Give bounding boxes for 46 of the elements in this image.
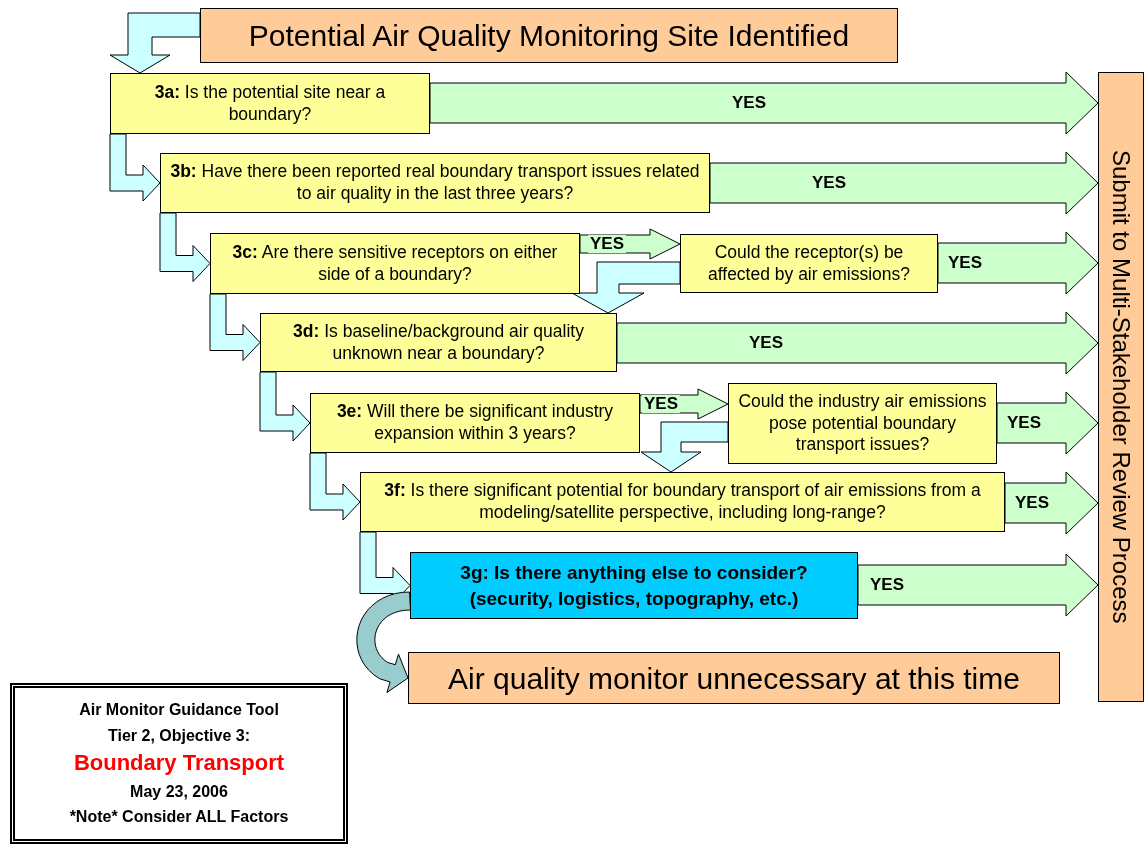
block-arrow [159,212,211,282]
question-box [680,234,938,293]
edge-label: YES [588,235,627,253]
block-arrow [109,12,201,74]
edge-label: YES [642,395,681,413]
block-arrow [640,421,729,473]
block-arrow [709,151,1099,215]
block-arrow [109,133,161,202]
question-box [728,383,997,464]
question-text: 3c: Are there sensitive receptors on either side of a boundary? [231,241,559,286]
end-box [408,652,1060,704]
question-text: 3f: Is there significant potential for boundary transport of air emissions from a modeling/satellite perspective, including long-range? [383,480,982,524]
block-arrow [937,231,1099,295]
question-box [210,233,580,294]
info-text: May 23, 2006 [130,781,228,802]
block-arrow [429,71,1099,135]
question-box [160,153,710,213]
question-box [360,472,1005,532]
question-text: 3d: Is baseline/background air quality unknown near a boundary? [292,320,585,365]
block-arrow [571,261,681,314]
start-box [200,8,898,63]
step-text: Air quality monitor unnecessary at this time [448,660,1020,697]
process-box [1098,72,1144,702]
question-text: 3a: Is the potential site near a boundary? [153,81,387,126]
block-arrow [259,371,311,442]
question-text: 3g: Is there anything else to consider? (security, logistics, topography, etc.) [459,560,809,611]
question-text: Could the industry air emissions pose potential boundary transport issues? [737,390,988,457]
block-arrow [616,311,1099,375]
vertical-label: Submit to Multi-Stakeholder Review Process [1107,150,1136,624]
step-text: Potential Air Quality Monitoring Site Identified [248,18,850,54]
block-arrow [209,293,261,361]
question-text: Could the receptor(s) be affected by air emissions? [707,241,911,286]
info-text: Tier 2, Objective 3: [108,725,250,746]
question-text: 3e: Will there be significant industry expansion within 3 years? [335,401,615,445]
info-box [10,683,348,844]
block-arrow [309,452,361,521]
question-box [310,393,640,453]
question-box [110,73,430,134]
info-text: *Note* Consider ALL Factors [69,807,289,828]
question-box [260,313,617,372]
question-text: 3b: Have there been reported real boundary transport issues related to air quality in the last three years? [169,161,701,205]
info-text: Air Monitor Guidance Tool [79,699,279,720]
question-box [410,552,858,619]
block-arrow [857,553,1099,617]
block-arrow [356,591,411,693]
subject-title: Boundary Transport [73,749,285,778]
